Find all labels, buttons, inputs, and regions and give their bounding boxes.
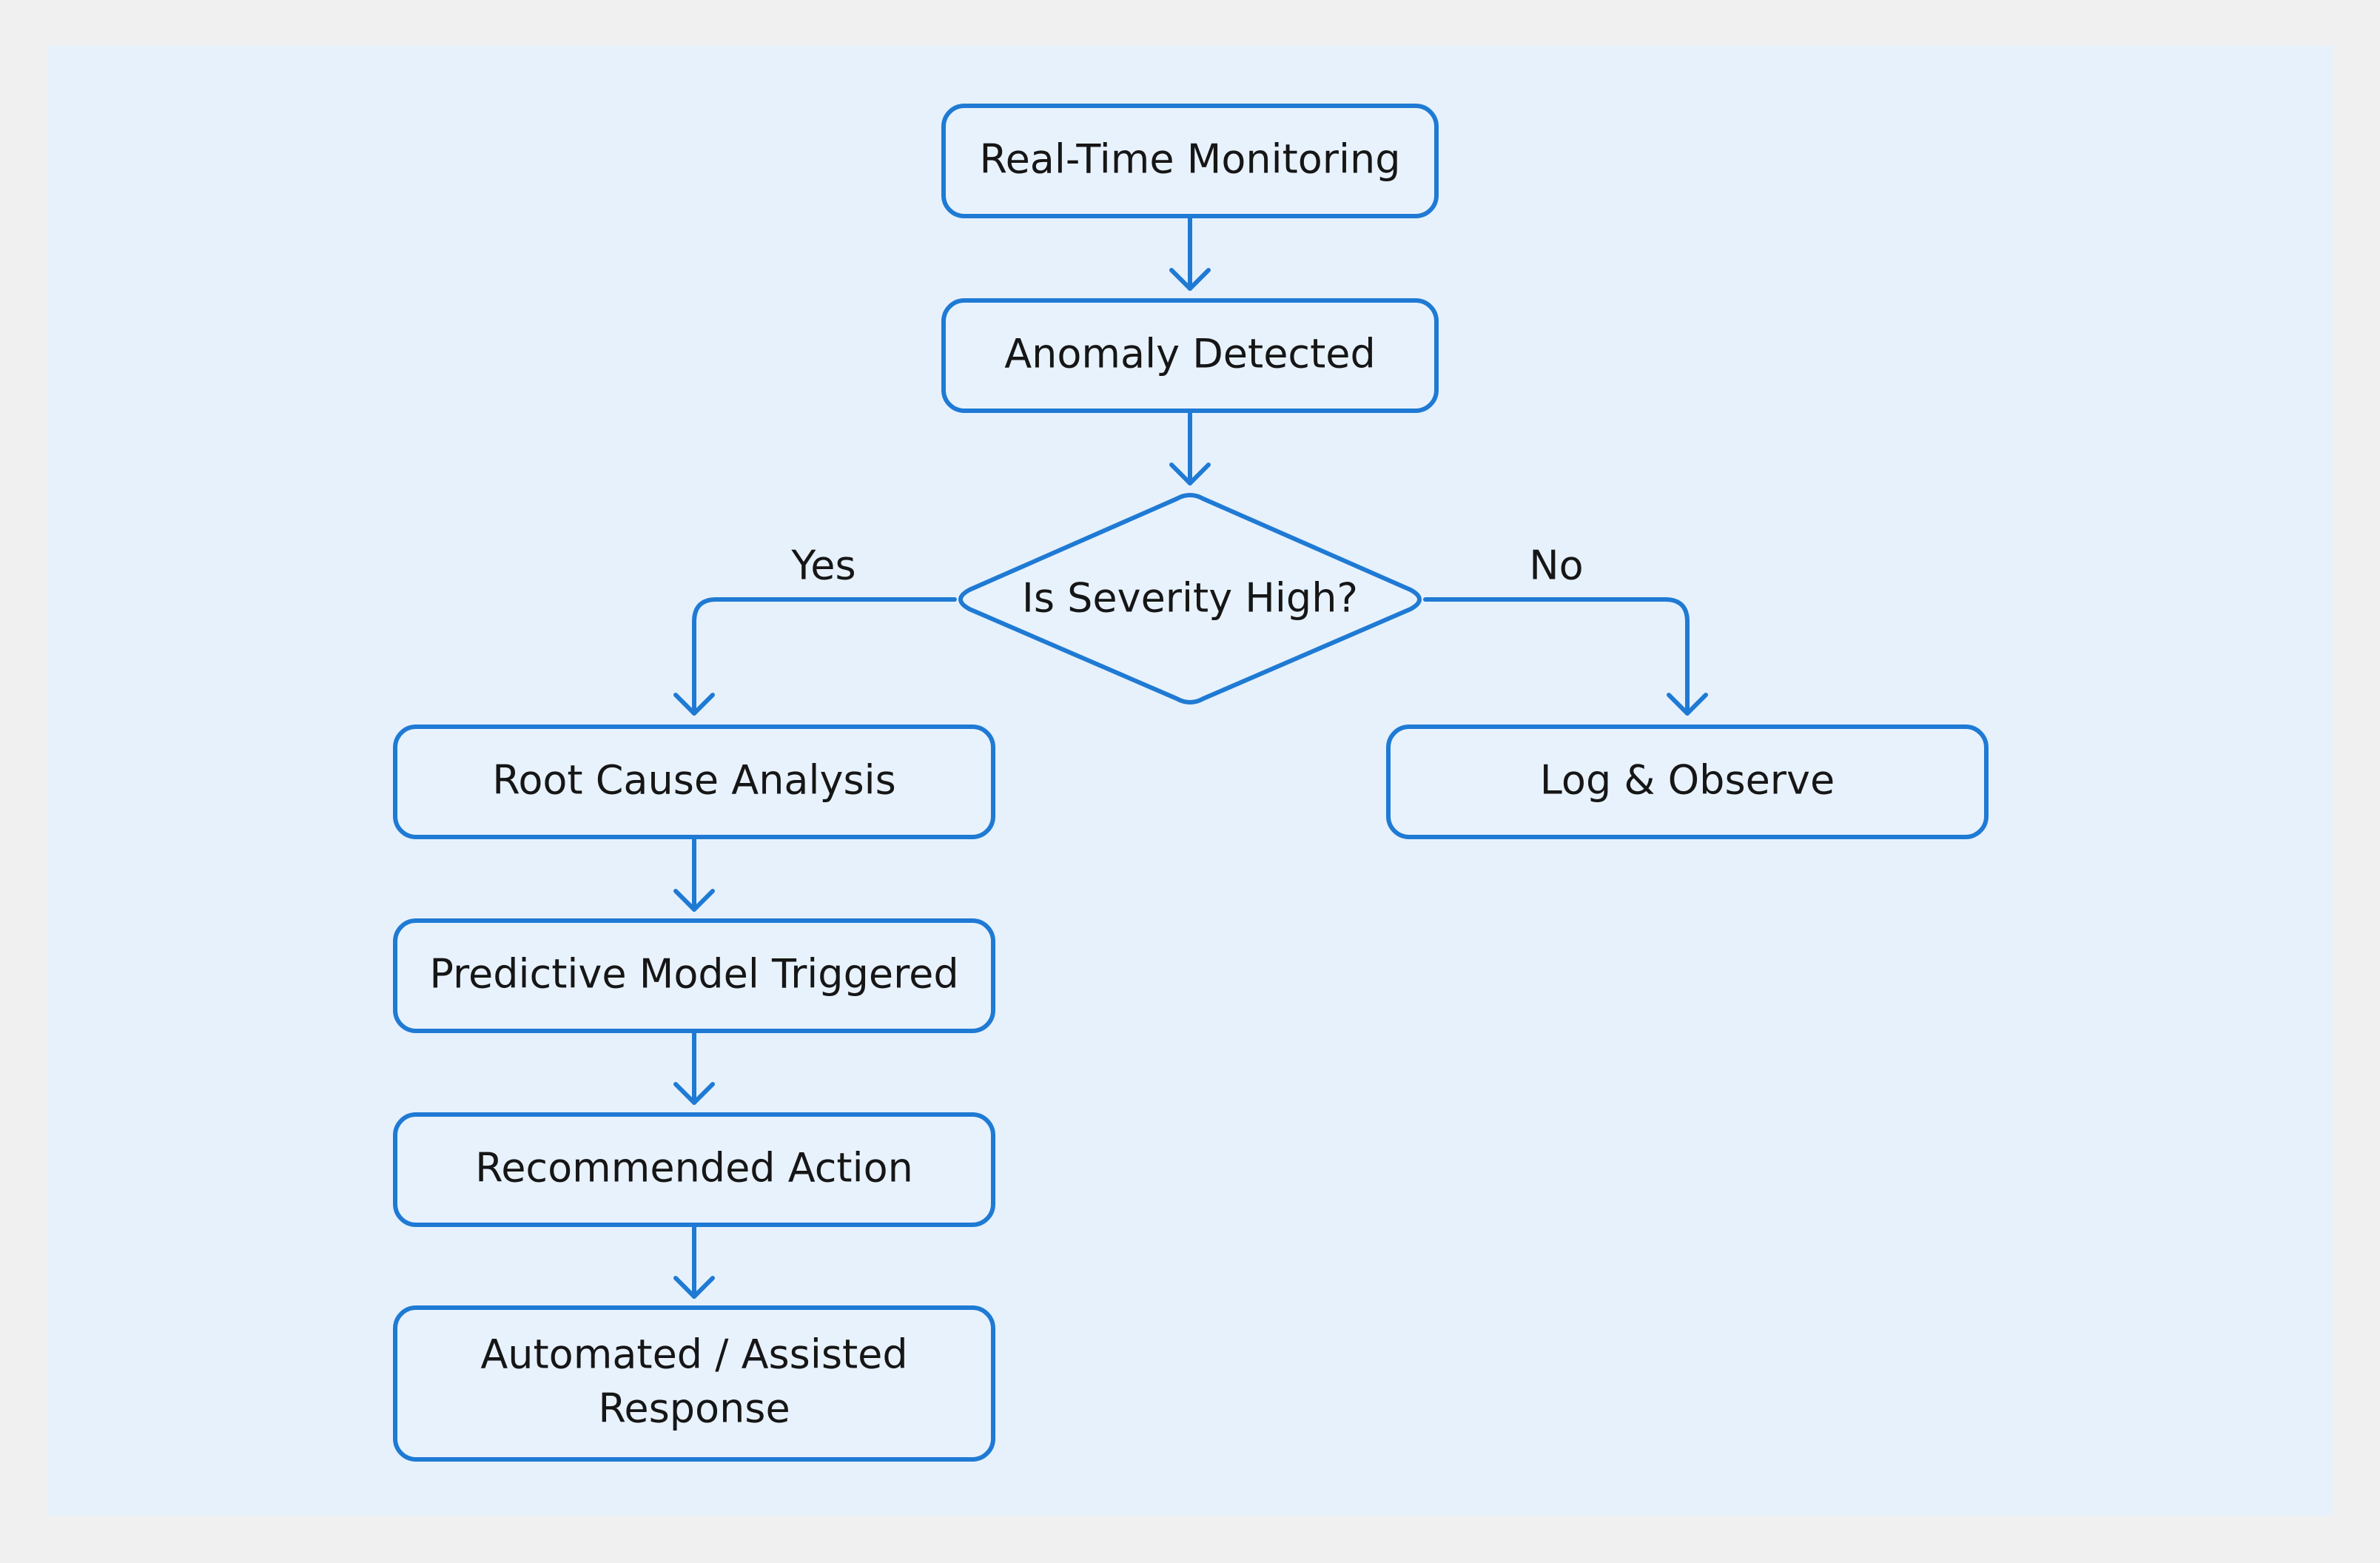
arrow-anomaly-to-decision xyxy=(1169,409,1211,485)
node-real-time-monitoring-label: Real-Time Monitoring xyxy=(979,136,1400,183)
yes-label: Yes xyxy=(790,542,855,589)
node-automated-response-label-line2: Response xyxy=(598,1385,790,1432)
node-anomaly-detected-label: Anomaly Detected xyxy=(1004,331,1376,377)
node-log-observe-box xyxy=(1386,725,1989,839)
decision-diamond xyxy=(958,493,1422,705)
node-automated-response-label-line1: Automated / Assisted xyxy=(480,1331,907,1378)
arrow-yes-branch xyxy=(673,597,957,716)
node-recommended-action: Recommended Action xyxy=(393,1112,995,1227)
node-recommended-action-label: Recommended Action xyxy=(475,1145,913,1191)
decision-label: Is Severity High? xyxy=(1022,575,1358,622)
node-root-cause-analysis: Root Cause Analysis xyxy=(393,725,995,839)
arrow-monitoring-to-anomaly xyxy=(1169,214,1211,291)
decision-severity-high: Is Severity High? xyxy=(958,493,1422,705)
node-predictive-model: Predictive Model Triggered xyxy=(393,918,995,1033)
arrow-recommended-to-response xyxy=(673,1223,715,1299)
node-real-time-monitoring: Real-Time Monitoring xyxy=(941,104,1439,218)
node-root-cause-analysis-label: Root Cause Analysis xyxy=(492,757,896,804)
arrow-root-cause-to-predictive xyxy=(673,835,715,912)
no-label: No xyxy=(1529,542,1583,589)
node-automated-response: Automated / Assisted Response xyxy=(393,1305,995,1462)
node-log-observe-label: Log & Observe xyxy=(1540,757,1835,804)
node-log-observe: Log & Observe xyxy=(1386,725,1989,839)
arrow-predictive-to-recommended xyxy=(673,1029,715,1105)
node-predictive-model-label: Predictive Model Triggered xyxy=(429,951,958,998)
arrow-no-branch xyxy=(1423,597,1708,716)
node-anomaly-detected: Anomaly Detected xyxy=(941,298,1439,413)
node-automated-response-box xyxy=(393,1305,995,1462)
